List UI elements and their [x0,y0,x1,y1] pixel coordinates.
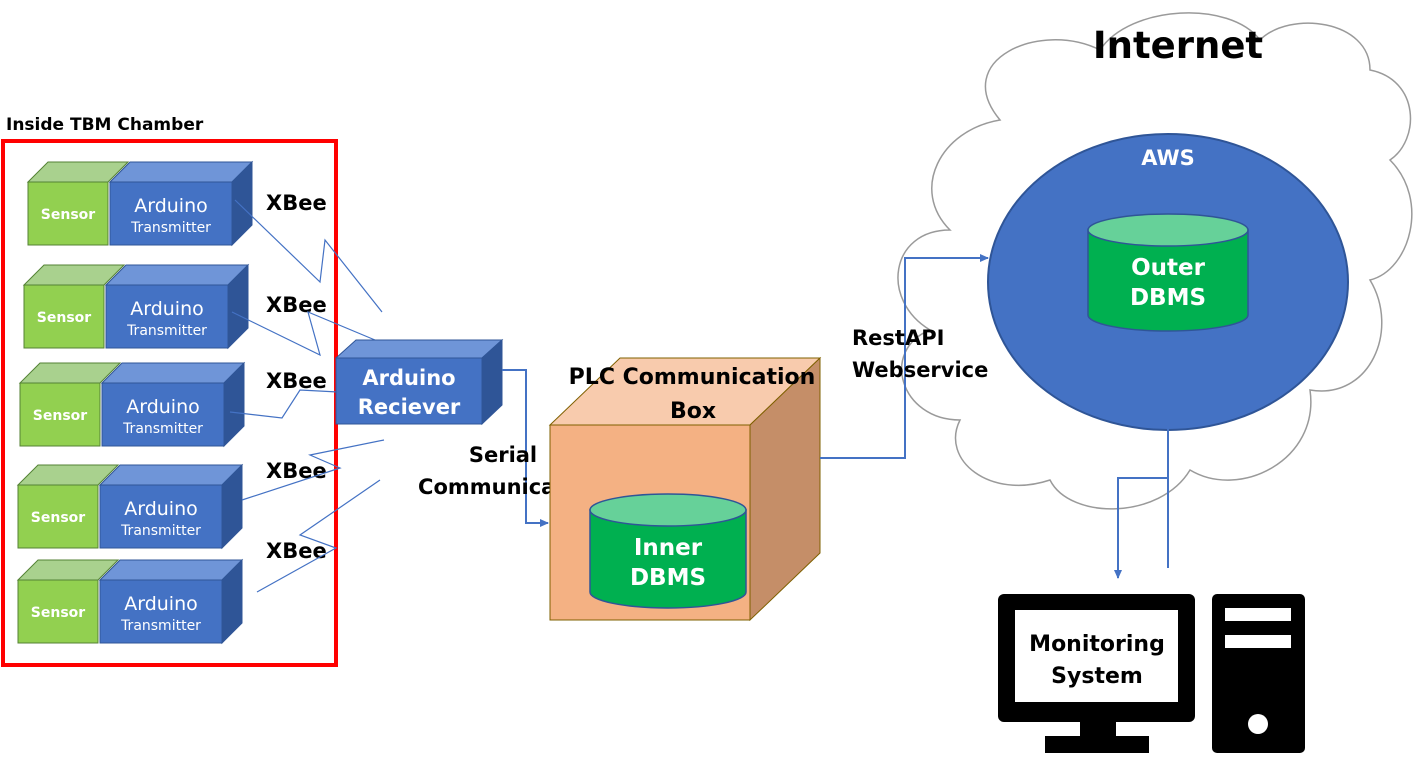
sensor-label: Sensor [31,510,85,526]
chamber-title: Inside TBM Chamber [6,115,204,135]
inner-dbms: Inner DBMS [589,493,747,609]
monitor-line2: System [1051,664,1143,689]
outer-dbms-line1: Outer [1131,255,1206,281]
sensor-label: Sensor [37,310,91,326]
arduino-label: Arduino [124,593,198,615]
sensor-label: Sensor [33,408,87,424]
sensor-label: Sensor [31,605,85,621]
plc-line1: PLC Communication [569,365,816,390]
serial-line1: Serial [469,443,537,467]
internet-label: Internet [1093,24,1263,67]
rest-connector [820,254,989,459]
inner-dbms-line2: DBMS [630,565,706,591]
xbee-link-3 [229,389,339,419]
receiver-line2: Reciever [358,395,461,419]
computer-tower-icon [1212,594,1305,753]
arduino-label: Arduino [124,498,198,520]
xbee-label: XBee [266,293,327,317]
arduino-label: Arduino [130,298,204,320]
xbee-links [229,199,385,593]
transmitter-label: Transmitter [130,220,211,236]
xbee-label: XBee [266,459,327,483]
arduino-label: Arduino [126,396,200,418]
transmitter-label: Transmitter [126,323,207,339]
xbee-link-2 [231,310,376,357]
inner-dbms-line1: Inner [634,535,703,561]
transmitter-label: Transmitter [120,618,201,634]
xbee-link-1 [234,199,383,313]
rest-line2: Webservice [852,358,988,382]
serial-connector [502,369,549,527]
xbee-link-5 [256,479,381,593]
sensor-label: Sensor [41,207,95,223]
transmitter-label: Transmitter [122,421,203,437]
transmitter-label: Transmitter [120,523,201,539]
monitor-icon: Monitoring System [998,594,1195,753]
outer-dbms: Outer DBMS [1087,213,1249,332]
monitor-line1: Monitoring [1029,632,1165,657]
rest-line1: RestAPI [852,326,944,350]
arduino-receiver: Arduino Reciever [334,338,504,426]
xbee-link-4 [241,439,385,501]
xbee-label: XBee [266,191,327,215]
monitor-connector-drop [1114,460,1169,579]
aws-label: AWS [1141,146,1195,170]
outer-dbms-line2: DBMS [1130,285,1206,311]
receiver-line1: Arduino [362,366,455,390]
plc-line2: Box [670,399,716,424]
xbee-label: XBee [266,539,327,563]
xbee-label: XBee [266,369,327,393]
arduino-label: Arduino [134,195,208,217]
